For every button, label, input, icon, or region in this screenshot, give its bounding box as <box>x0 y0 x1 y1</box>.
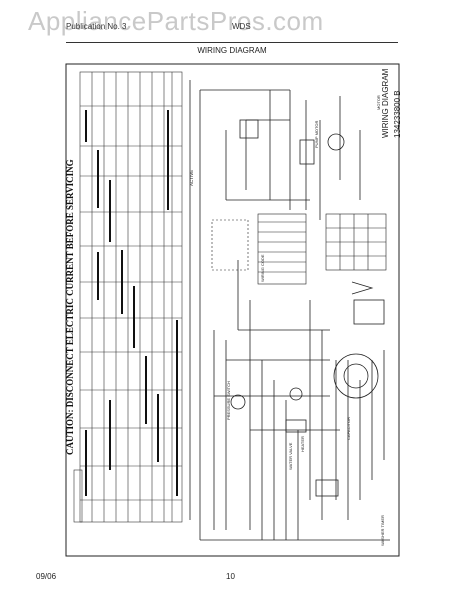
header-model: WDS <box>232 22 251 31</box>
timer-cam-bars <box>85 110 178 496</box>
page-title: WIRING DIAGRAM <box>197 46 267 55</box>
footer-page-number: 10 <box>226 572 235 581</box>
part-number-label: 134233800 B <box>393 90 402 138</box>
pressure-switch-label: PRESSURE SWITCH <box>226 381 231 420</box>
header-rule <box>66 42 398 43</box>
motor-symbol <box>351 281 374 295</box>
connector-box <box>211 219 249 271</box>
circuit-table <box>73 469 83 523</box>
watermark: AppliancePartsPros.com <box>28 6 324 36</box>
capacitor-label: CAPACITOR <box>346 417 351 440</box>
timer-chart-grid <box>79 71 183 523</box>
diagram-border <box>65 63 400 557</box>
caution-text: CAUTION: DISCONNECT ELECTRIC CURRENT BEF… <box>65 159 75 455</box>
pump-motor-label: PUMP MOTOR <box>314 120 319 148</box>
header-publication: Publication No. 3 <box>66 22 127 31</box>
schematic-wires <box>189 80 390 541</box>
water-valve-label: WATER VALVE <box>288 442 293 470</box>
motor-label: MOTOR <box>376 95 381 110</box>
heater-label: HEATER <box>300 436 305 452</box>
washer-timer-label: WASHER TIMER <box>380 515 385 546</box>
wiring-code-box <box>257 213 307 285</box>
footer-date: 09/06 <box>36 572 57 581</box>
wiring-diagram-label: WIRING DIAGRAM <box>381 68 390 138</box>
wire-color-table <box>325 213 387 271</box>
active-label: ACTIVE <box>189 170 194 186</box>
schematic-components <box>230 119 385 497</box>
wiring-code-label: WIRING CODE <box>260 254 265 282</box>
